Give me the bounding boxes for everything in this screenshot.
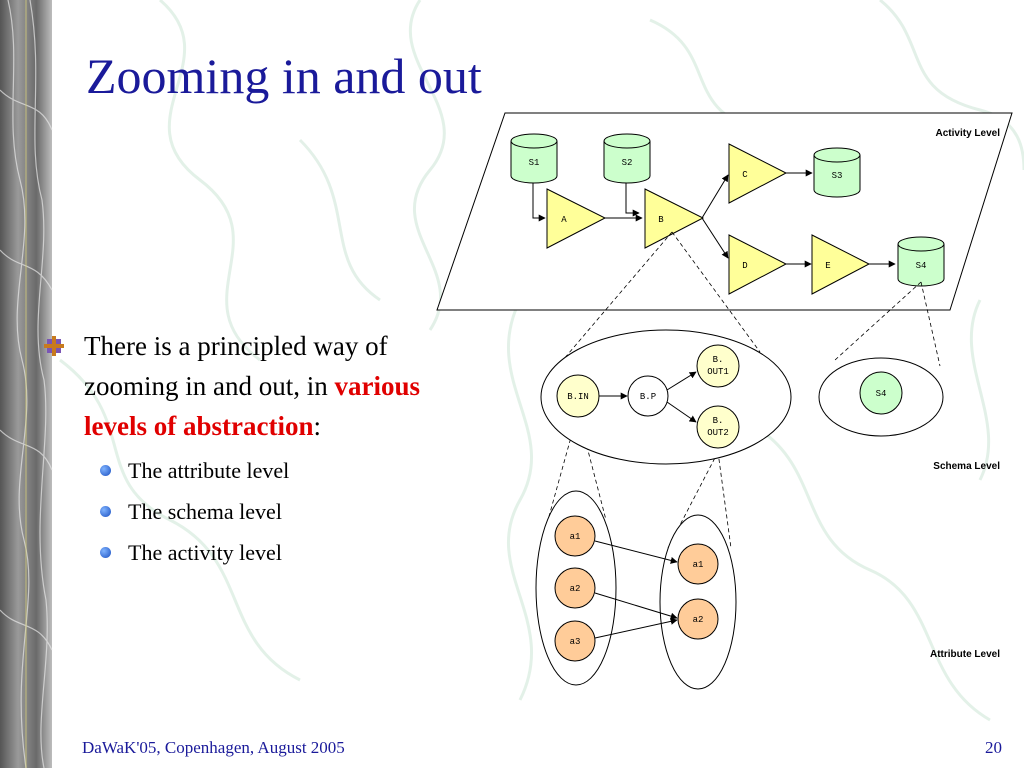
schema-node-b-out1: B. OUT1 (696, 344, 740, 388)
attribute-node-left-a2-label: a2 (570, 584, 581, 594)
edge-left-a2-right-a2 (594, 592, 678, 620)
attribute-node-left-a1-label: a1 (570, 532, 581, 542)
activity-d-label: D (742, 261, 747, 271)
main-bullet: There is a principled way of zooming in … (44, 326, 444, 446)
attribute-node-right-a2: a2 (677, 598, 719, 640)
schema-node-b-in-label: B.IN (567, 392, 589, 402)
attribute-node-right-a1-label: a1 (693, 560, 704, 570)
activity-d: D (728, 234, 788, 295)
zoom-line-s4-right (920, 281, 941, 367)
edge-left-a3-right-a2 (594, 617, 678, 639)
edge-s2-b (625, 183, 640, 217)
schema-level-label: Schema Level (933, 461, 1000, 472)
attribute-level-label: Attribute Level (930, 649, 1000, 660)
zoom-line-b-right (671, 231, 761, 353)
attribute-node-left-a1: a1 (554, 515, 596, 557)
zoom-line-b-left (562, 231, 673, 361)
map-strip-texture (0, 0, 53, 768)
zoom-projection-lines (547, 231, 941, 549)
attribute-edges (594, 540, 678, 639)
recordset-s2: S2 (603, 133, 651, 184)
bullet-highlight: various levels of abstraction (84, 371, 420, 441)
recordset-s3: S3 (813, 147, 861, 198)
recordset-s1: S1 (510, 133, 558, 184)
schema-level: Schema Level B.IN B.P B. OUT1 B. (540, 329, 1000, 472)
attribute-node-right-a2-label: a2 (693, 615, 704, 625)
schema-node-s4: S4 (859, 371, 903, 415)
attribute-level: Attribute Level a1 a2 a3 a1 (535, 490, 1000, 690)
sub-bullet-dot-icon (100, 465, 111, 476)
schema-node-b-out2-label-2: OUT2 (707, 428, 729, 438)
sub-bullet-text: The activity level (128, 540, 282, 565)
edge-b-c (701, 174, 729, 219)
edge-s1-a (532, 183, 546, 222)
footer-page-number: 20 (985, 738, 1002, 757)
activity-e-label: E (825, 261, 830, 271)
schema-edges (599, 371, 697, 423)
edge-bp-out1 (666, 371, 697, 391)
zoom-line-in-left (547, 411, 579, 521)
schema-node-b-in: B.IN (556, 374, 600, 418)
activity-c: C (728, 143, 788, 204)
recordset-s1-label: S1 (529, 158, 540, 168)
sub-bullet-list: The attribute level The schema level The… (100, 450, 444, 573)
bullet-list: There is a principled way of zooming in … (44, 326, 444, 573)
attribute-node-left-a2: a2 (554, 567, 596, 609)
recordset-s4-label: S4 (916, 261, 927, 271)
sub-bullet-schema: The schema level (100, 491, 444, 532)
schema-node-b-p-label: B.P (640, 392, 656, 402)
activity-level: Activity Level S1 S2 (436, 112, 1013, 311)
sub-bullet-dot-icon (100, 506, 111, 517)
sub-bullet-activity: The activity level (100, 532, 444, 573)
activity-plane (436, 112, 1013, 311)
zoom-line-s4-left (834, 281, 922, 361)
schema-node-b-p: B.P (627, 375, 669, 417)
bullet-marker-icon (44, 336, 64, 356)
edge-b-d (701, 217, 729, 259)
schema-node-s4-label: S4 (876, 389, 887, 399)
sub-bullet-dot-icon (100, 547, 111, 558)
sub-bullet-text: The attribute level (128, 458, 290, 483)
schema-node-b-out2-label-1: B. (713, 416, 724, 426)
recordset-s2-label: S2 (622, 158, 633, 168)
zoom-line-in-right (577, 411, 607, 521)
bullet-text-end: : (313, 411, 321, 441)
activity-e: E (811, 234, 871, 295)
activity-b-label: B (658, 215, 664, 225)
activity-b: B (644, 188, 705, 249)
footer-conference: DaWaK'05, Copenhagen, August 2005 (82, 738, 345, 757)
recordset-s4: S4 (897, 236, 945, 287)
recordset-s3-label: S3 (832, 171, 843, 181)
slide-title: Zooming in and out (86, 48, 482, 104)
activity-edges (532, 169, 896, 268)
edge-bp-out2 (666, 401, 697, 423)
activity-level-label: Activity Level (936, 128, 1001, 139)
activity-a-label: A (561, 215, 567, 225)
attribute-node-right-a1: a1 (677, 543, 719, 585)
schema-node-b-out1-label-2: OUT1 (707, 367, 729, 377)
activity-a: A (546, 188, 607, 249)
activity-c-label: C (742, 170, 748, 180)
sub-bullet-attribute: The attribute level (100, 450, 444, 491)
schema-node-b-out2: B. OUT2 (696, 405, 740, 449)
sub-bullet-text: The schema level (128, 499, 282, 524)
schema-node-b-out1-label-1: B. (713, 355, 724, 365)
bullet-text: There is a principled way of zooming in … (84, 331, 388, 401)
attribute-node-left-a3: a3 (554, 620, 596, 662)
zoom-line-out-right (717, 451, 732, 549)
edge-left-a1-right-a1 (594, 540, 678, 564)
attribute-node-left-a3-label: a3 (570, 637, 581, 647)
